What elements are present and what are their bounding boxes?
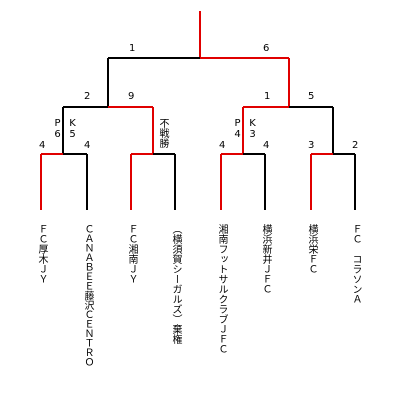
team-name-1: ＦＣ厚木ＪＹ bbox=[36, 224, 47, 284]
qf1-pk-left: P6 bbox=[52, 118, 63, 140]
team-name-6: 横浜新井ＪＦＣ bbox=[260, 224, 271, 294]
qf3-right-score: 4 bbox=[263, 140, 270, 151]
semi-left-right-score: 9 bbox=[128, 91, 135, 102]
team-name-3: ＦＣ湘南ＪＹ bbox=[126, 224, 137, 284]
team-name-2: ＣＡＮＡＢＥＥ藤沢ＣＥＮＴＲＯ bbox=[82, 224, 93, 367]
semi-left-left-score: 2 bbox=[84, 91, 91, 102]
team-name-4: （横須賀シーガルズ）棄権 bbox=[170, 224, 181, 344]
qf3-left-score: 4 bbox=[219, 140, 226, 151]
final-left-score: 1 bbox=[129, 43, 136, 54]
qf3-pk-left: P4 bbox=[232, 118, 243, 140]
team-name-7: 横浜栄ＦＣ bbox=[306, 224, 317, 274]
team-name-8: ＦＣ コラソンＡ bbox=[350, 224, 361, 304]
qf2-walkover-note: 不戦勝 bbox=[157, 118, 168, 148]
qf4-right-score: 2 bbox=[352, 140, 359, 151]
final-right-score: 6 bbox=[263, 43, 270, 54]
qf1-pk-right: K5 bbox=[67, 118, 78, 140]
team-name-5: 湘南フットサルクラブＪＦＣ bbox=[216, 224, 227, 354]
semi-right-left-score: 1 bbox=[264, 91, 271, 102]
qf3-pk-right: K3 bbox=[247, 118, 258, 140]
semi-right-right-score: 5 bbox=[308, 91, 315, 102]
qf1-right-score: 4 bbox=[84, 140, 91, 151]
qf4-left-score: 3 bbox=[308, 140, 315, 151]
qf1-left-score: 4 bbox=[39, 140, 46, 151]
